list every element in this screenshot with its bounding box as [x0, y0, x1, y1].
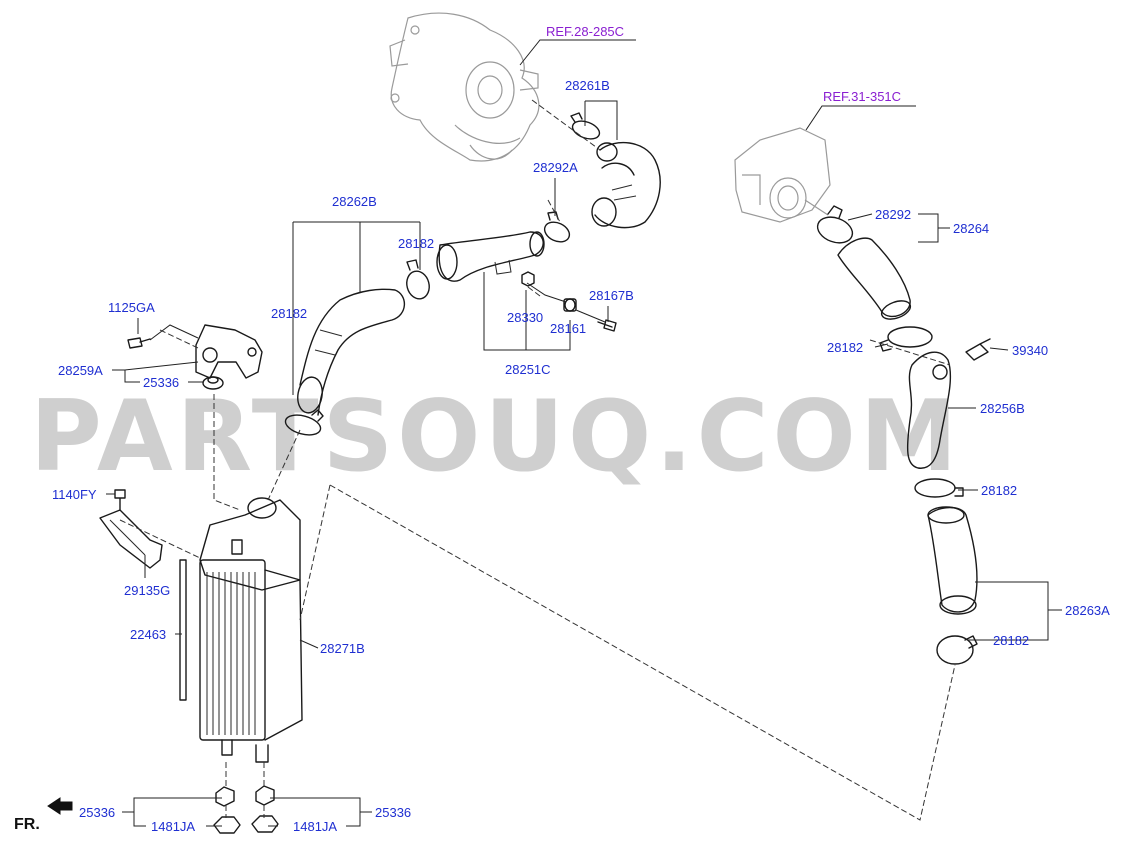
throttle-body-ref-drawing	[734, 127, 831, 223]
label-28261B[interactable]: 28261B	[565, 78, 610, 93]
bolt-1125GA[interactable]	[127, 337, 151, 349]
intercooler-outlet-hose-28256B[interactable]	[906, 351, 952, 469]
hose-clamp-28182-right-mid[interactable]	[914, 478, 964, 498]
label-22463[interactable]: 22463	[130, 627, 166, 642]
hose-clamp-28182-upper[interactable]	[404, 259, 432, 301]
front-direction-marker: FR.	[14, 797, 73, 833]
sensor-39340[interactable]	[965, 338, 991, 361]
part-labels: REF.28-285C REF.31-351C 28261B 28292A 28…	[52, 24, 1110, 834]
label-1481JA-right[interactable]: 1481JA	[293, 819, 337, 834]
label-39340[interactable]: 39340	[1012, 343, 1048, 358]
air-guard-29135G[interactable]	[99, 509, 163, 569]
bolt-1140FY[interactable]	[114, 489, 126, 511]
intercooler-outlet-hose-28263A[interactable]	[927, 506, 978, 615]
front-arrow-icon	[47, 797, 73, 815]
hose-clamp-28292A[interactable]	[541, 211, 572, 246]
turbo-outlet-hose[interactable]	[591, 141, 661, 229]
label-28259A[interactable]: 28259A	[58, 363, 103, 378]
intercooler-inlet-hose[interactable]	[295, 288, 406, 416]
seal-strip-22463[interactable]	[179, 559, 187, 701]
throttle-inlet-hose-28264[interactable]	[837, 237, 913, 323]
ref-label-throttle[interactable]: REF.31-351C	[823, 89, 901, 104]
label-28256B[interactable]: 28256B	[980, 401, 1025, 416]
watermark: PARTSOUQ.COM	[30, 380, 961, 494]
grommet-25336-lower-right[interactable]	[255, 785, 275, 806]
intercooler-bracket[interactable]	[195, 324, 263, 379]
label-28161[interactable]: 28161	[550, 321, 586, 336]
label-28271B[interactable]: 28271B	[320, 641, 365, 656]
label-28182-hose[interactable]: 28182	[271, 306, 307, 321]
grommet-25336-lower-left[interactable]	[215, 786, 235, 807]
intake-pipe-28251C[interactable]	[436, 231, 545, 282]
label-28330[interactable]: 28330	[507, 310, 543, 325]
label-25336-lower-left[interactable]: 25336	[79, 805, 115, 820]
intercooler-fins	[206, 572, 256, 735]
leader-lines	[106, 39, 1062, 827]
grommet-25336-upper[interactable]	[202, 376, 224, 390]
label-28292A[interactable]: 28292A	[533, 160, 578, 175]
ref-label-turbo[interactable]: REF.28-285C	[546, 24, 624, 39]
nut-28330[interactable]	[521, 271, 535, 287]
turbocharger-ref-drawing	[389, 12, 540, 162]
label-28264[interactable]: 28264	[953, 221, 989, 236]
label-1481JA-left[interactable]: 1481JA	[151, 819, 195, 834]
label-28167B[interactable]: 28167B	[589, 288, 634, 303]
label-28182-right-lower[interactable]: 28182	[993, 633, 1029, 648]
label-1125GA[interactable]: 1125GA	[108, 300, 155, 315]
label-25336-upper[interactable]: 25336	[143, 375, 179, 390]
collar-28161[interactable]	[563, 298, 577, 312]
label-25336-lower-right[interactable]: 25336	[375, 805, 411, 820]
label-28292[interactable]: 28292	[875, 207, 911, 222]
label-28182-right-upper[interactable]: 28182	[827, 340, 863, 355]
hose-clamp-28182-right-upper[interactable]	[879, 326, 933, 352]
label-1140FY[interactable]: 1140FY	[52, 487, 97, 502]
hose-clamp-28292[interactable]	[814, 205, 856, 247]
front-label: FR.	[14, 816, 40, 833]
hose-clamp-turbo-outlet[interactable]	[570, 112, 602, 142]
label-28251C[interactable]: 28251C	[505, 362, 551, 377]
dashed-connectors	[119, 99, 956, 821]
label-28262B[interactable]: 28262B	[332, 194, 377, 209]
label-29135G[interactable]: 29135G	[124, 583, 170, 598]
hose-clamp-28182-lower[interactable]	[283, 409, 324, 438]
mount-1481JA-left[interactable]	[213, 816, 241, 834]
mount-1481JA-right[interactable]	[251, 815, 279, 833]
label-28182-upper[interactable]: 28182	[398, 236, 434, 251]
intercooler-assembly[interactable]	[199, 497, 303, 763]
bolt-28167B[interactable]	[597, 319, 617, 332]
label-28263A[interactable]: 28263A	[1065, 603, 1110, 618]
label-28182-right-mid[interactable]: 28182	[981, 483, 1017, 498]
